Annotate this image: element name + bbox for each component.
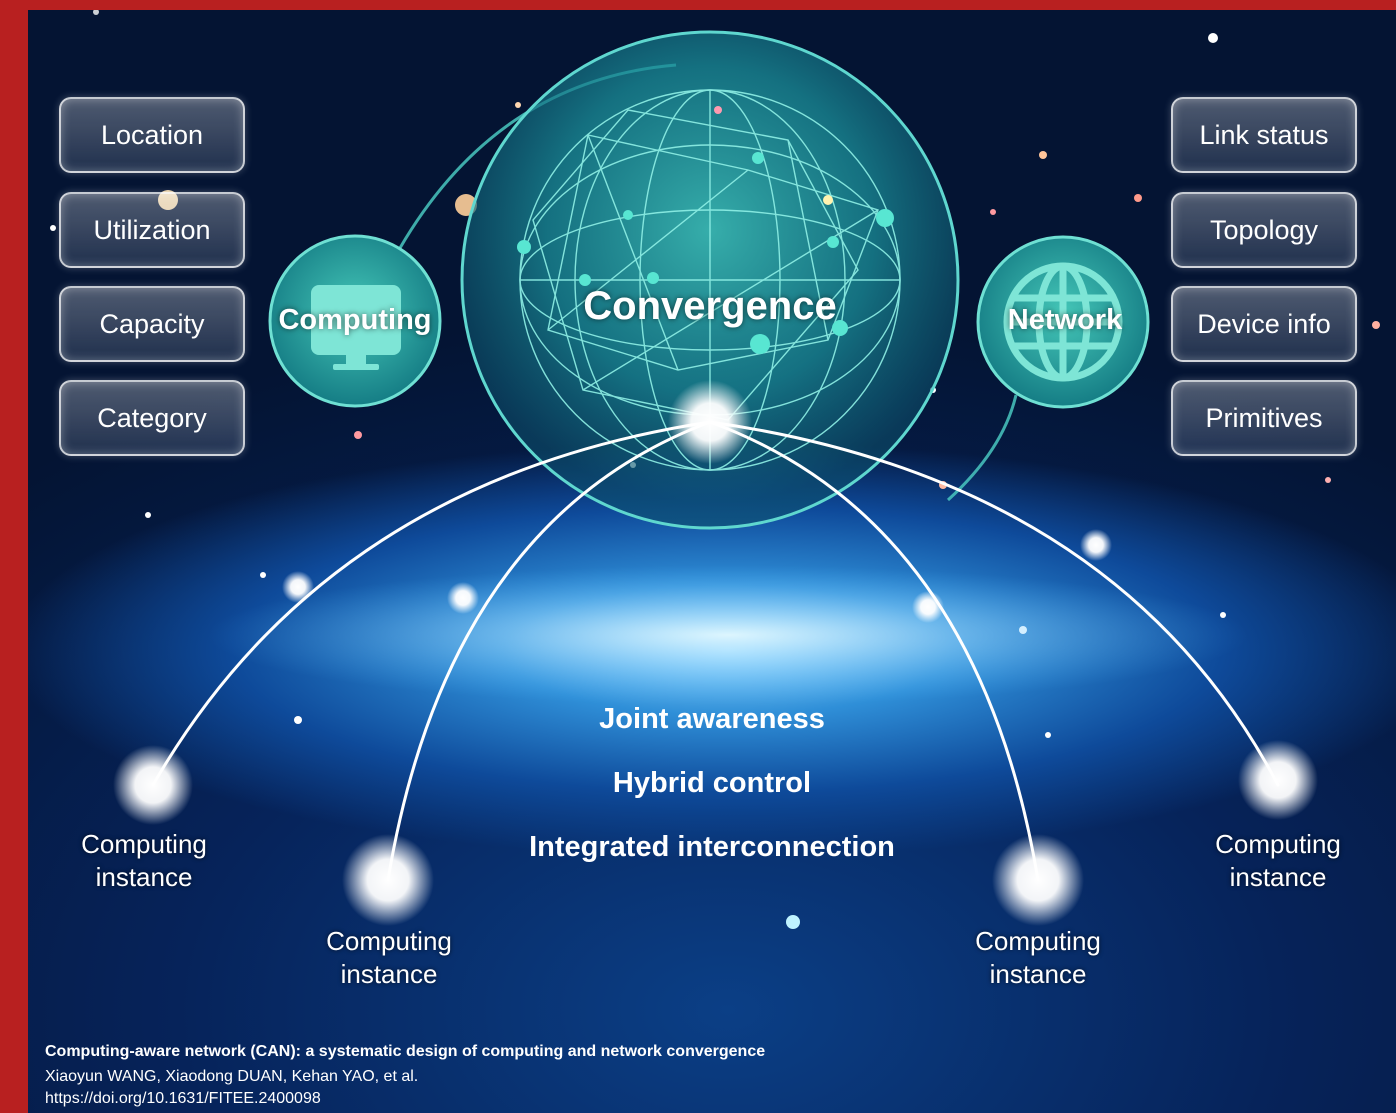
attr-capacity: Capacity — [59, 286, 245, 362]
convergence-label: Convergence — [583, 284, 837, 328]
arc-nodes — [282, 529, 1112, 623]
attr-topology: Topology — [1171, 192, 1357, 268]
diagram-graphics — [50, 10, 1380, 929]
feature-integrated-interconnection: Integrated interconnection — [529, 831, 895, 863]
convergence-source-glow — [668, 380, 752, 464]
attr-link-status: Link status — [1171, 97, 1357, 173]
mesh-globe-icon — [519, 89, 901, 471]
attr-utilization: Utilization — [59, 192, 245, 268]
arc-instance-2 — [386, 420, 712, 882]
caption-title: Computing-aware network (CAN): a systema… — [45, 1043, 766, 1060]
caption-authors: Xiaoyun WANG, Xiaodong DUAN, Kehan YAO, … — [45, 1068, 419, 1085]
arc-instance-1 — [151, 420, 712, 787]
caption-doi-link[interactable]: https://doi.org/10.1631/FITEE.2400098 — [45, 1090, 321, 1107]
monitor-icon — [311, 285, 401, 370]
attr-category: Category — [59, 380, 245, 456]
arc-instance-4 — [708, 420, 1280, 787]
network-link-arc — [946, 394, 1018, 502]
arc-instance-3 — [708, 420, 1040, 882]
attr-primitives: Primitives — [1171, 380, 1357, 456]
globe-icon — [1003, 262, 1123, 382]
attr-location: Location — [59, 97, 245, 173]
star-field — [50, 10, 1380, 929]
mesh-nodes — [517, 106, 894, 354]
horizon-glow — [208, 565, 1248, 705]
instance-glows — [113, 740, 1318, 926]
attr-device-info: Device info — [1171, 286, 1357, 362]
feature-joint-awareness: Joint awareness — [599, 703, 825, 735]
computing-label: Computing — [278, 304, 432, 336]
network-label: Network — [1007, 304, 1123, 336]
instance-arcs — [151, 420, 1280, 882]
feature-hybrid-control: Hybrid control — [612, 767, 812, 799]
artwork-background — [28, 10, 1396, 1113]
